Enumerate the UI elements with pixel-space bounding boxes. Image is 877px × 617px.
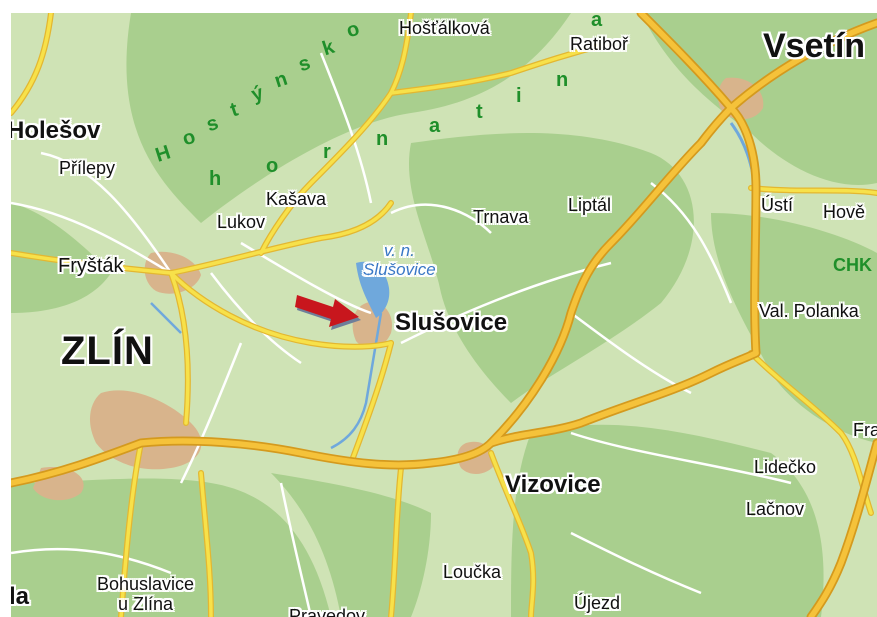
town-label-vsetin[interactable]: Vsetín <box>763 27 866 65</box>
town-label-la[interactable]: la <box>11 583 30 610</box>
mountain-letter: i <box>516 85 522 107</box>
town-label-pravedov[interactable]: Pravedov <box>289 606 366 617</box>
town-label-hove[interactable]: Hově <box>823 202 866 222</box>
reservoir-label: v. n. Slušovice <box>363 241 436 279</box>
town-label-lidecko[interactable]: Lidečko <box>754 457 817 477</box>
region-label-chko: CHK <box>833 255 872 275</box>
town-label-ratibor[interactable]: Ratiboř <box>570 34 629 54</box>
major-roads <box>11 13 877 617</box>
secondary-roads <box>11 13 877 617</box>
forest-areas <box>11 13 877 617</box>
mountain-letter: o <box>266 155 279 177</box>
mountain-letter: h <box>209 168 222 190</box>
town-label-line: Bohuslavice <box>97 574 195 594</box>
town-label-holesov[interactable]: Holešov <box>11 117 101 144</box>
town-label-prilepy[interactable]: Přílepy <box>59 158 116 178</box>
map-canvas[interactable] <box>11 13 877 617</box>
mountain-letter: a <box>591 13 603 31</box>
town-label-lacnov[interactable]: Lačnov <box>746 499 805 519</box>
mountain-letter: r <box>323 141 331 163</box>
town-label-kasava[interactable]: Kašava <box>266 189 327 209</box>
town-label-lukov[interactable]: Lukov <box>217 212 266 232</box>
town-label-slusovice[interactable]: Slušovice <box>395 309 508 336</box>
town-label-hostalkova[interactable]: Hošťálková <box>399 18 490 38</box>
town-label-liptal[interactable]: Liptál <box>568 195 612 215</box>
town-label-frystak[interactable]: Fryšták <box>58 255 124 277</box>
mountain-letter: n <box>376 128 389 150</box>
map-frame[interactable]: H o s t ý n s k o h o r n a t i n a v. n… <box>11 13 877 617</box>
town-label-vizovice[interactable]: Vizovice <box>505 471 601 498</box>
red-arrow-icon <box>295 295 361 330</box>
town-label-line: u Zlína <box>118 594 174 614</box>
town-label-fra[interactable]: Fra <box>853 420 877 440</box>
town-label-loucka[interactable]: Loučka <box>443 562 502 582</box>
town-label-trnava[interactable]: Trnava <box>473 207 529 227</box>
mountain-letter: a <box>429 115 441 137</box>
mountain-letter: n <box>556 69 569 91</box>
reservoir-label-line: Slušovice <box>363 260 436 279</box>
town-label-zlin[interactable]: ZLÍN <box>61 329 154 373</box>
town-label-usti[interactable]: Ústí <box>761 195 794 215</box>
town-label-bohuslavice[interactable]: Bohuslavice u Zlína <box>97 574 194 614</box>
mountain-letter: t <box>476 101 483 123</box>
reservoir-label-line: v. n. <box>383 241 415 260</box>
town-label-ujezd[interactable]: Újezd <box>574 593 621 613</box>
town-label-val-polanka[interactable]: Val. Polanka <box>759 301 859 321</box>
